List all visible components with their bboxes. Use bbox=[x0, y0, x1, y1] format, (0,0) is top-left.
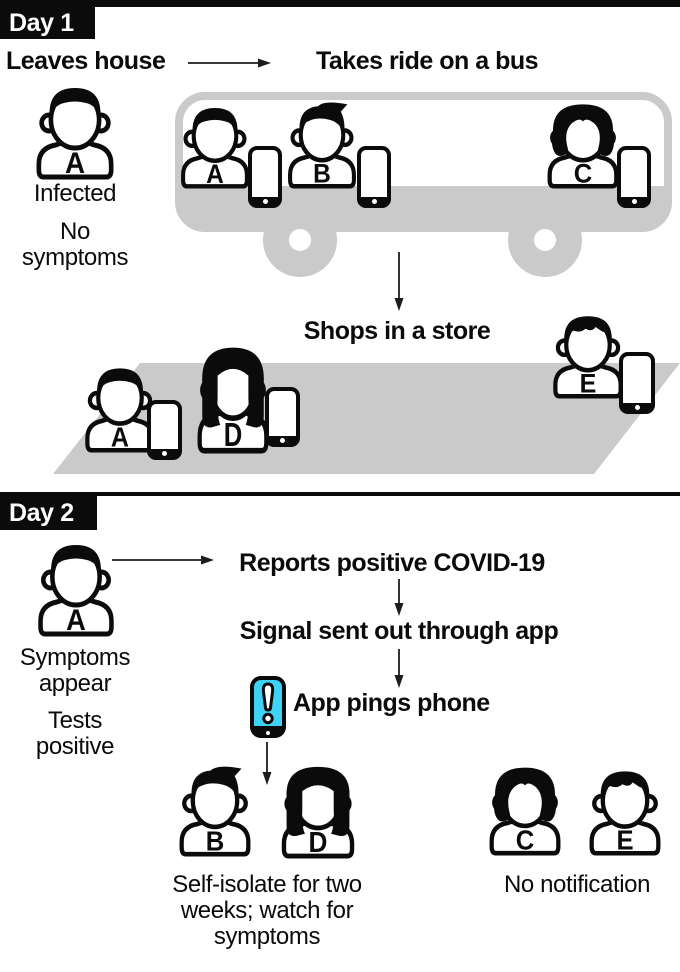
person-b-day2: B bbox=[168, 763, 262, 857]
person-letter-label: D bbox=[309, 826, 328, 859]
step-signal-sent: Signal sent out through app bbox=[239, 617, 559, 645]
phone-icon-c-bus bbox=[617, 146, 651, 208]
arrow-down-icon-2 bbox=[394, 579, 404, 616]
person-letter-label: C bbox=[516, 824, 535, 855]
person-c-day2: C bbox=[478, 762, 572, 856]
person-a-store: A bbox=[74, 361, 166, 453]
phone-icon-a-bus bbox=[248, 146, 282, 208]
hair-shape bbox=[600, 771, 650, 801]
day2-top-rule bbox=[0, 492, 680, 496]
person-letter-label: A bbox=[206, 160, 224, 189]
step-reports-positive: Reports positive COVID-19 bbox=[239, 549, 545, 577]
phone-icon-b-bus bbox=[357, 146, 391, 208]
step-shops-store: Shops in a store bbox=[303, 317, 491, 345]
hair-shape bbox=[192, 108, 238, 137]
person-letter-label: A bbox=[111, 421, 129, 452]
person-d-store: D bbox=[186, 342, 280, 454]
person-b-bus: B bbox=[277, 99, 367, 189]
phone-icon-a-store bbox=[147, 400, 182, 460]
person-a-day1: A bbox=[24, 80, 126, 180]
person-e-day2: E bbox=[578, 764, 672, 856]
person-letter-label: D bbox=[224, 417, 243, 454]
person-a-status-tests: Tests positive bbox=[35, 707, 115, 760]
arrow-down-icon-4 bbox=[262, 742, 272, 785]
person-letter-label: B bbox=[313, 160, 331, 189]
hair-shape bbox=[551, 104, 615, 156]
phone-icon-d-store bbox=[265, 387, 300, 447]
hair-shape bbox=[97, 368, 143, 398]
person-c-bus: C bbox=[536, 99, 630, 189]
person-letter-label: A bbox=[65, 147, 85, 180]
person-a-day2: A bbox=[26, 537, 126, 637]
arrow-down-icon-3 bbox=[394, 649, 404, 688]
hair-shape bbox=[493, 767, 557, 822]
person-letter-label: C bbox=[574, 158, 593, 189]
arrow-right-icon-2 bbox=[112, 555, 214, 565]
person-letter-label: E bbox=[580, 368, 597, 399]
hair-shape bbox=[564, 316, 612, 345]
unnotified-caption: No notification bbox=[503, 871, 651, 898]
hair-shape bbox=[286, 766, 350, 836]
step-app-pings: App pings phone bbox=[293, 689, 490, 717]
person-a-bus: A bbox=[170, 101, 260, 189]
notified-caption: Self-isolate for two weeks; watch for sy… bbox=[172, 871, 362, 950]
app-alert-phone-icon bbox=[250, 676, 286, 738]
day1-top-rule bbox=[0, 0, 680, 7]
day1-header: Day 1 bbox=[0, 7, 95, 39]
person-letter-label: A bbox=[66, 604, 86, 637]
phone-icon-e-store bbox=[619, 352, 655, 414]
bus-wheel-front bbox=[263, 203, 337, 277]
hair-shape bbox=[51, 545, 101, 577]
bus-wheel-rear bbox=[508, 203, 582, 277]
hair-shape bbox=[49, 88, 101, 120]
person-a-status-no-symptoms: No symptoms bbox=[21, 218, 129, 271]
person-a-status-infected: Infected bbox=[33, 180, 117, 207]
step-takes-bus: Takes ride on a bus bbox=[315, 47, 539, 75]
day1-header-label: Day 1 bbox=[9, 8, 74, 37]
step-leaves-house: Leaves house bbox=[6, 47, 166, 75]
person-letter-label: E bbox=[616, 825, 633, 856]
hair-shape bbox=[299, 102, 348, 135]
person-a-status-symptoms: Symptoms appear bbox=[19, 644, 131, 697]
hair-shape bbox=[202, 347, 264, 428]
person-letter-label: B bbox=[206, 825, 225, 856]
day2-header-label: Day 2 bbox=[9, 498, 74, 527]
person-e-store: E bbox=[542, 309, 634, 399]
hair-shape bbox=[191, 766, 242, 801]
arrow-down-icon-1 bbox=[394, 252, 404, 311]
person-d-day2: D bbox=[270, 762, 366, 859]
arrow-right-icon bbox=[188, 58, 271, 68]
day2-header: Day 2 bbox=[0, 496, 97, 530]
